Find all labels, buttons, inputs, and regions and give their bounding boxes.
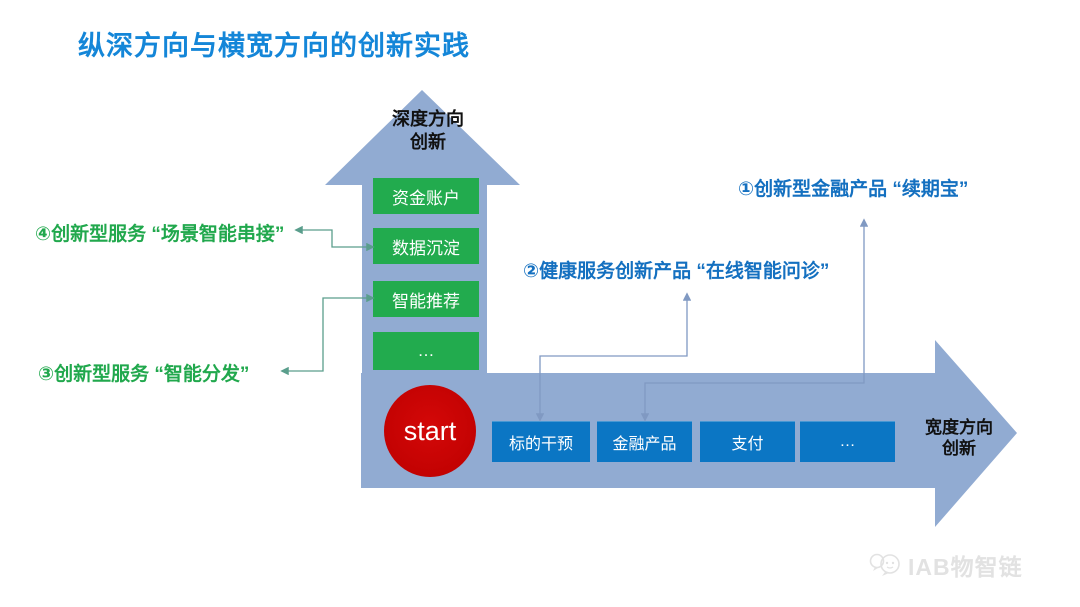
connector-annotation3 bbox=[280, 293, 375, 376]
width-box-payment[interactable]: 支付 bbox=[700, 421, 795, 462]
width-box-financial-product[interactable]: 金融产品 bbox=[597, 421, 692, 462]
connector-annotation4 bbox=[294, 225, 375, 252]
width-axis-label-line2: 创新 bbox=[942, 439, 976, 459]
annotation-health-service: ②健康服务创新产品 “在线智能问诊” bbox=[523, 261, 830, 282]
annotation-smart-distribution: ③创新型服务 “智能分发” bbox=[38, 364, 250, 385]
depth-axis-label-line1: 深度方向 bbox=[392, 109, 464, 129]
depth-box-funds-account[interactable]: 资金账户 bbox=[373, 178, 479, 214]
watermark-text: IAB物智链 bbox=[908, 554, 1023, 580]
depth-box-data-accumulation[interactable]: 数据沉淀 bbox=[373, 228, 479, 264]
depth-axis-label: 深度方向 创新 bbox=[368, 108, 488, 153]
width-axis-label: 宽度方向 创新 bbox=[913, 417, 1005, 460]
page-title: 纵深方向与横宽方向的创新实践 bbox=[78, 31, 470, 61]
watermark: IAB物智链 bbox=[868, 548, 1023, 582]
start-node[interactable]: start bbox=[384, 385, 476, 477]
depth-box-ellipsis[interactable]: … bbox=[373, 332, 479, 370]
annotation-financial-product: ①创新型金融产品 “续期宝” bbox=[738, 179, 969, 200]
width-box-target-intervention[interactable]: 标的干预 bbox=[492, 421, 590, 462]
depth-box-smart-recommendation[interactable]: 智能推荐 bbox=[373, 281, 479, 317]
depth-axis-label-line2: 创新 bbox=[410, 131, 446, 152]
width-box-ellipsis[interactable]: … bbox=[800, 421, 895, 462]
chat-bubble-logo bbox=[869, 553, 900, 576]
width-axis-label-line1: 宽度方向 bbox=[925, 418, 993, 437]
start-node-label: start bbox=[403, 415, 457, 446]
annotation-scene-linking: ④创新型服务 “场景智能串接” bbox=[35, 224, 285, 245]
